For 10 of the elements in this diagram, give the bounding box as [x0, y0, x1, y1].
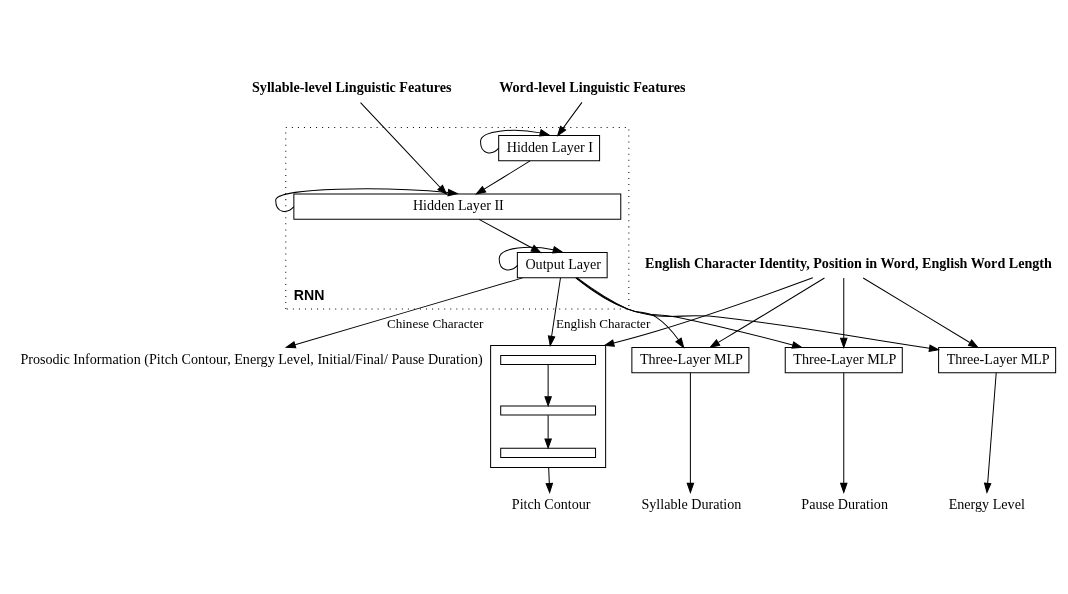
node-text: Prosodic Information (Pitch Contour, Energy Level, Initial/Final/ Pause Duration): [20, 350, 483, 367]
node-text: Syllable Duration: [641, 495, 742, 512]
node-text: Pitch Contour: [511, 495, 591, 512]
node-text: Syllable-level Linguistic Features: [251, 78, 452, 95]
edge-label: English Character: [555, 315, 651, 331]
node-text: Word-level Linguistic Features: [499, 78, 686, 95]
node-text: Energy Level: [948, 495, 1025, 512]
edge-label: Chinese Character: [386, 315, 484, 331]
node-text: Pause Duration: [801, 495, 888, 512]
node-text: English Character Identity, Position in Word, English Word Length: [644, 254, 1052, 271]
